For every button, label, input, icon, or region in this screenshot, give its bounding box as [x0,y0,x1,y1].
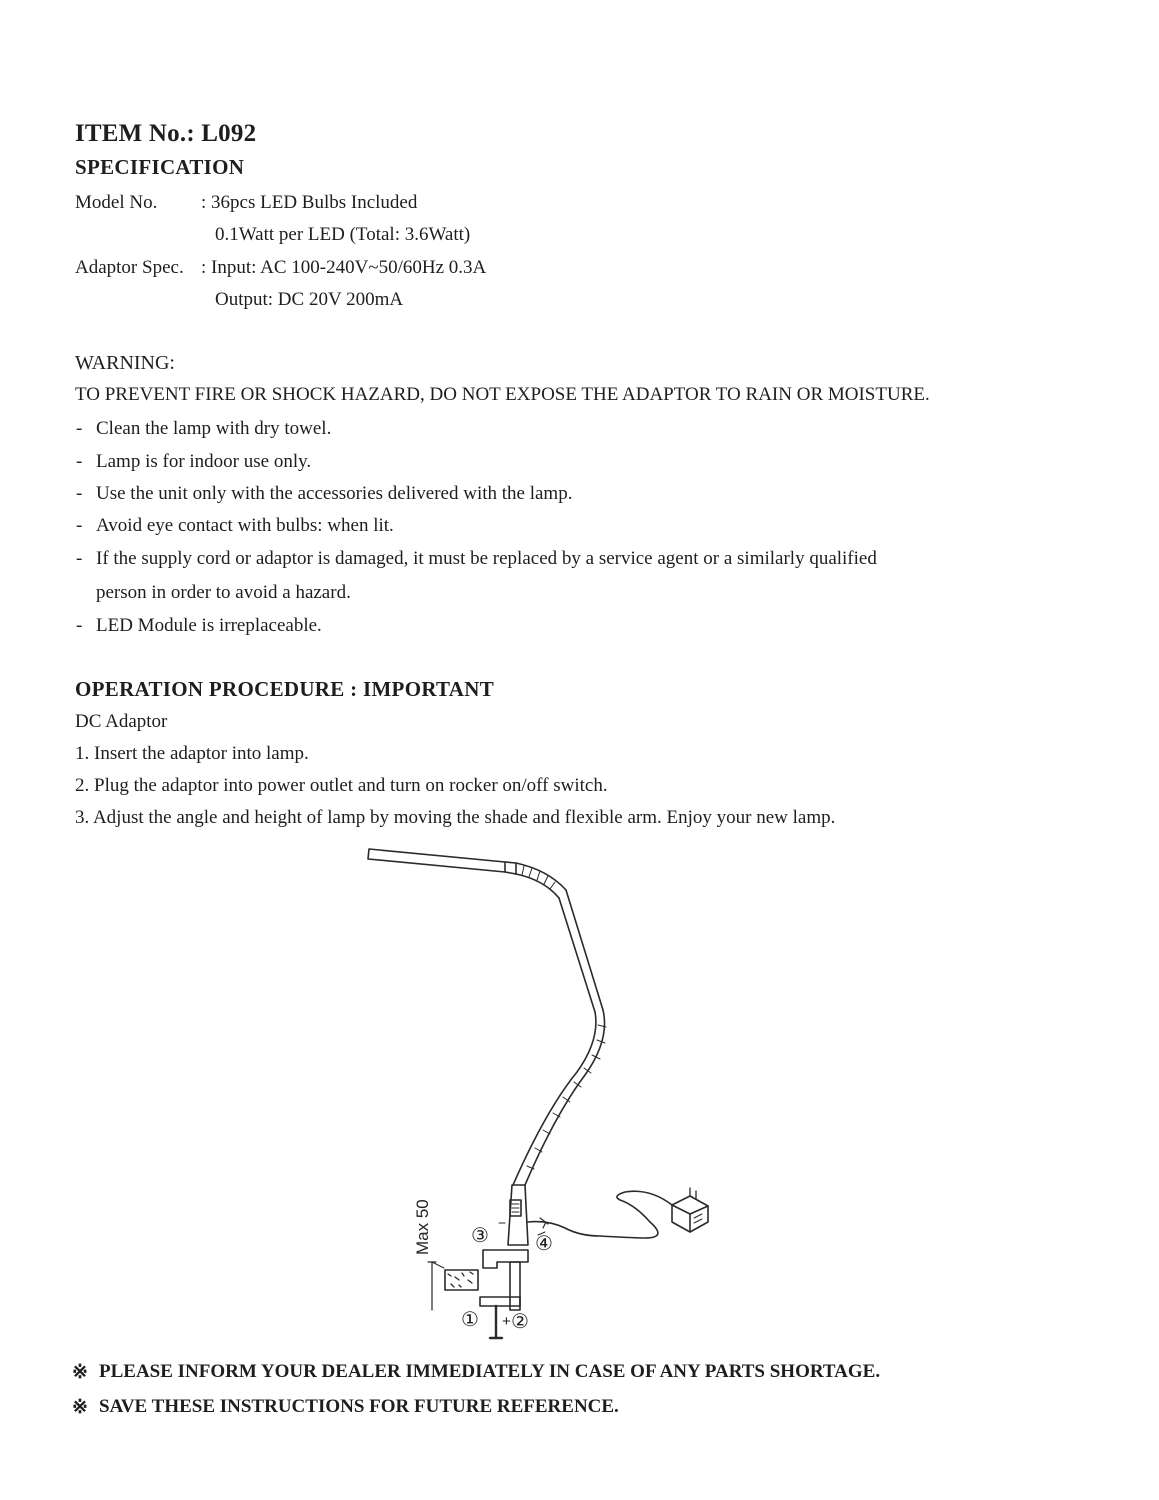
warning-item: If the supply cord or adaptor is damaged… [96,548,877,569]
model-value-line-1: : 36pcs LED Bulbs Included [201,192,418,213]
plus-sign: + [502,1313,511,1330]
power-adaptor [671,1187,709,1233]
warning-item: Lamp is for indoor use only. [96,451,312,472]
switch-housing [507,1184,529,1246]
specification-heading: SPECIFICATION [75,155,245,179]
warning-heading: WARNING: [75,352,175,374]
model-value-line-2: 0.1Watt per LED (Total: 3.6Watt) [215,224,471,245]
power-cord [527,1190,673,1239]
gooseneck-upper [515,862,567,899]
operation-subtitle: DC Adaptor [75,711,168,732]
warning-headline: TO PREVENT FIRE OR SHOCK HAZARD, DO NOT … [75,384,930,405]
operation-step: 2. Plug the adaptor into power outlet an… [75,775,608,796]
warning-item: LED Module is irreplaceable. [96,615,322,636]
bullet-dash: - [76,615,83,636]
gooseneck-lower [512,1009,607,1186]
callout-2: ② [511,1311,529,1333]
max-dimension-marker [427,1261,445,1311]
reference-mark: ※ [72,1362,88,1383]
lamp-arm [558,889,604,1013]
item-number-heading: ITEM No.: L092 [75,120,257,147]
reference-mark: ※ [72,1397,88,1418]
callout-4: ④ [535,1233,553,1255]
operation-step: 1. Insert the adaptor into lamp. [75,743,309,764]
warning-item: Avoid eye contact with bulbs: when lit. [96,515,394,536]
adaptor-value-line-1: : Input: AC 100-240V~50/60Hz 0.3A [201,257,487,278]
lamp-head [367,848,517,875]
operation-step: 3. Adjust the angle and height of lamp b… [75,807,836,828]
desk-clamp [479,1249,529,1340]
bullet-dash: - [76,515,83,536]
desk-edge [444,1269,479,1291]
footer-note: PLEASE INFORM YOUR DEALER IMMEDIATELY IN… [99,1361,881,1382]
callout-3: ③ [471,1225,489,1247]
bullet-dash: - [76,451,83,472]
warning-item: Clean the lamp with dry towel. [96,418,332,439]
callout-1: ① [461,1309,479,1331]
model-label: Model No. [75,192,158,213]
bullet-dash: - [76,548,83,569]
bullet-dash: - [76,483,83,504]
operation-heading: OPERATION PROCEDURE : IMPORTANT [75,677,495,701]
adaptor-label: Adaptor Spec. [75,257,184,278]
bullet-dash: - [76,418,83,439]
footer-note: SAVE THESE INSTRUCTIONS FOR FUTURE REFER… [99,1396,619,1417]
max-50-label: Max 50 [413,1199,432,1255]
warning-item: Use the unit only with the accessories d… [96,483,573,504]
adaptor-value-line-2: Output: DC 20V 200mA [215,289,404,310]
warning-item-continuation: person in order to avoid a hazard. [96,582,351,603]
